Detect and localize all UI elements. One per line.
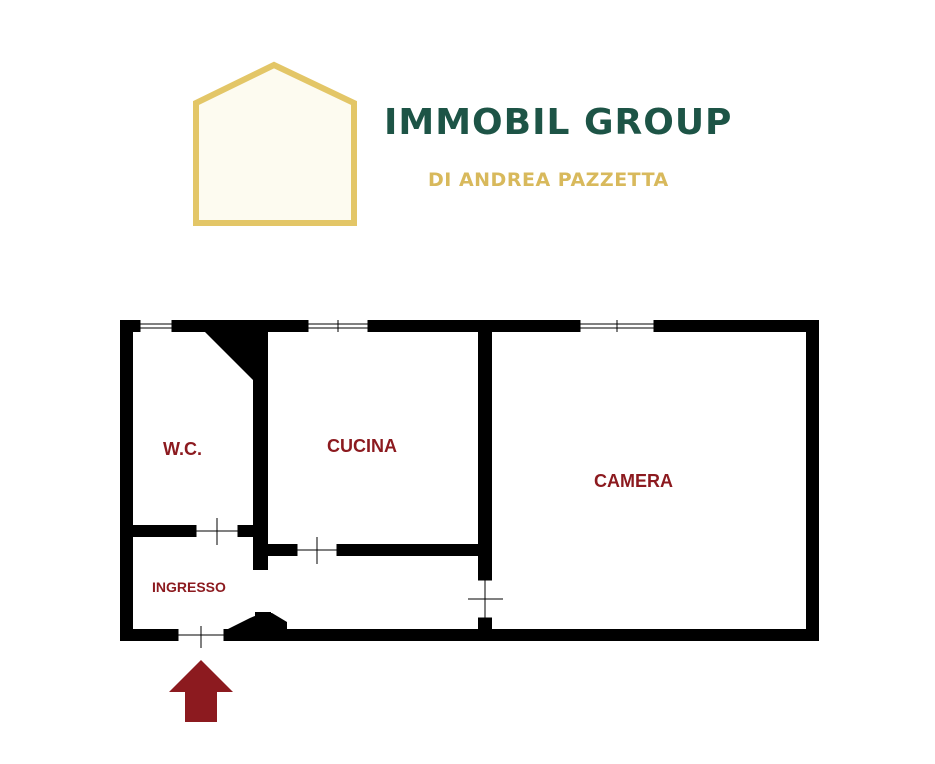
room-label-wc: W.C. <box>163 439 202 459</box>
entrance-arrow-icon <box>169 660 233 722</box>
brand-name: IMMOBIL GROUP <box>384 102 733 143</box>
wall-wc-bottom <box>120 525 268 537</box>
door-entrance <box>177 626 225 648</box>
window-camera <box>579 320 655 332</box>
wall-entry-stub <box>255 612 271 629</box>
room-label-cucina: CUCINA <box>327 436 397 456</box>
wall-bottom <box>120 629 819 641</box>
wall-camera-jamb <box>478 618 492 641</box>
walls <box>120 320 819 641</box>
door-cucina <box>296 537 338 564</box>
windows <box>139 320 655 332</box>
window-cucina <box>307 320 369 332</box>
door-camera <box>468 579 503 619</box>
doors <box>177 518 503 648</box>
wall-cucina-right <box>478 332 492 580</box>
room-label-camera: CAMERA <box>594 471 673 491</box>
wall-wc-right <box>253 332 268 570</box>
brand-subtitle: DI ANDREA PAZZETTA <box>428 169 669 191</box>
wall-right <box>806 320 819 641</box>
house-outline-icon <box>193 61 357 226</box>
wall-top <box>120 320 819 332</box>
wall-left <box>120 320 133 641</box>
room-label-ingresso: INGRESSO <box>152 579 226 595</box>
wall-chamfer <box>205 332 268 390</box>
door-wc <box>195 518 239 545</box>
window-wc <box>139 320 173 332</box>
